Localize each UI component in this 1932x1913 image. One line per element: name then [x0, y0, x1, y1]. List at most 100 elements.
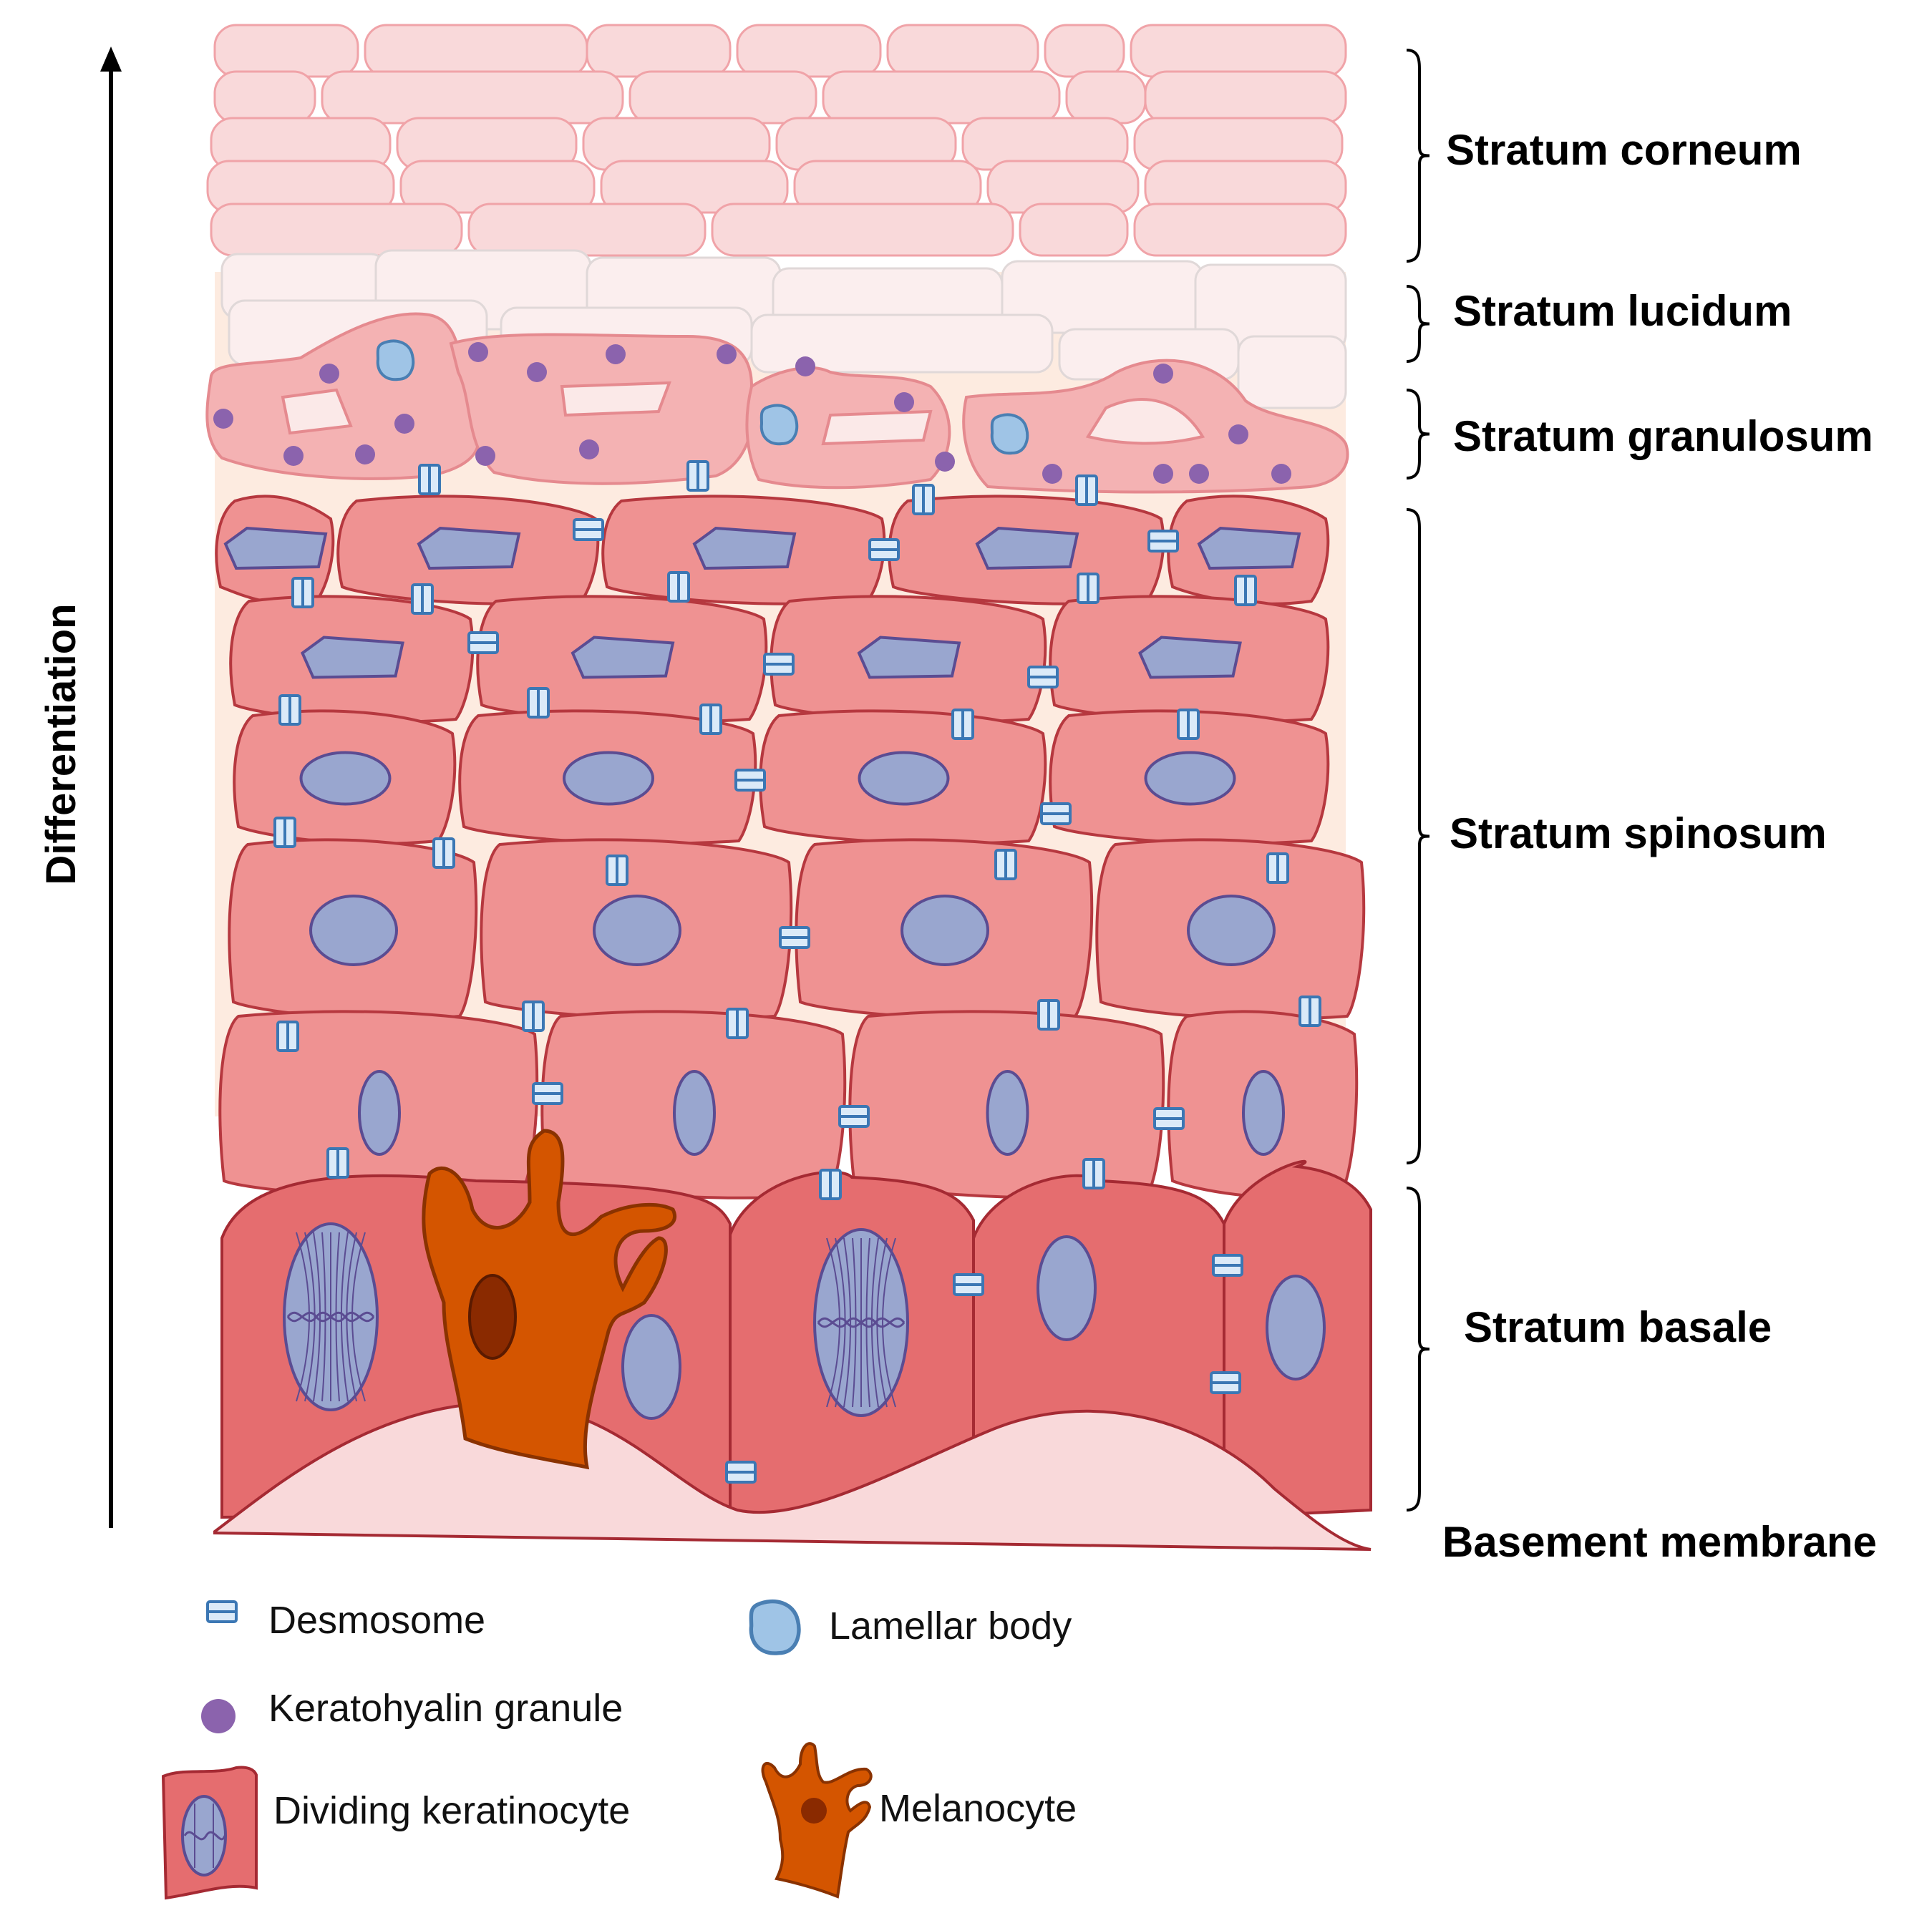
- spinosum-nucleus: [975, 526, 1079, 570]
- corneum-cell: [1130, 24, 1347, 78]
- desmosome: [1298, 996, 1321, 1027]
- spinosum-nucleus: [299, 751, 392, 806]
- desmosome: [1037, 999, 1060, 1031]
- differentiation-arrow: [100, 47, 122, 1528]
- spinosum-nucleus: [223, 526, 328, 570]
- corneum-cell: [822, 70, 1061, 125]
- lucidum-cell: [1237, 335, 1347, 409]
- layer-bracket: [1406, 49, 1430, 263]
- basale-nucleus: [1266, 1275, 1326, 1381]
- corneum-cell: [210, 203, 463, 257]
- desmosome: [1040, 802, 1072, 825]
- spinosum-nucleus: [301, 636, 404, 679]
- desmosome: [1027, 666, 1059, 688]
- desmosome: [1266, 852, 1289, 884]
- spinosum-nucleus: [1138, 636, 1242, 679]
- label-stratum-basale: Stratum basale: [1464, 1303, 1772, 1351]
- corneum-cell: [213, 70, 316, 125]
- legend-keratohyalin-label: Keratohyalin granule: [268, 1687, 623, 1730]
- desmosome: [667, 571, 690, 603]
- spinosum-nucleus: [1187, 895, 1276, 966]
- desmosome: [276, 1021, 299, 1052]
- keratohyalin-granule: [468, 342, 488, 362]
- spinosum-nucleus: [1144, 751, 1236, 806]
- desmosome: [779, 926, 810, 949]
- keratohyalin-granule: [1271, 464, 1291, 484]
- desmosome: [273, 817, 296, 848]
- desmosome: [868, 538, 900, 561]
- keratohyalin-granule: [606, 344, 626, 364]
- spinosum-nucleus: [857, 636, 961, 679]
- spinosum-nucleus: [1197, 526, 1301, 570]
- desmosome: [1234, 575, 1257, 606]
- keratohyalin-granule: [319, 364, 339, 384]
- differentiation-label: Differentiation: [38, 603, 84, 885]
- desmosome: [994, 849, 1017, 880]
- layer-bracket: [1406, 285, 1430, 363]
- corneum-cell: [1019, 203, 1129, 257]
- dividing-keratinocyte-icon: [161, 1766, 258, 1900]
- desmosome: [951, 709, 974, 740]
- keratohyalin-granule: [1153, 364, 1173, 384]
- keratohyalin-granule: [475, 446, 495, 466]
- keratohyalin-granule-icon: [201, 1699, 236, 1733]
- label-stratum-corneum: Stratum corneum: [1446, 126, 1802, 174]
- spinosum-nucleus: [1242, 1070, 1285, 1156]
- legend-lamellar-body-label: Lamellar body: [829, 1605, 1072, 1647]
- desmosome: [573, 518, 604, 541]
- keratohyalin-granule: [355, 444, 375, 464]
- desmosome: [819, 1169, 842, 1200]
- spinosum-nucleus: [901, 895, 989, 966]
- keratohyalin-granule: [795, 356, 815, 376]
- layer-bracket: [1406, 389, 1430, 480]
- desmosome: [326, 1147, 349, 1179]
- corneum-cell: [736, 24, 882, 78]
- corneum-cell: [1065, 70, 1147, 125]
- basale-nucleus: [621, 1314, 681, 1420]
- stratum-granulosum-cells: [205, 312, 1349, 494]
- corneum-cell: [886, 24, 1039, 78]
- keratohyalin-granule: [1228, 424, 1248, 444]
- desmosome: [699, 704, 722, 735]
- corneum-cell: [364, 24, 588, 78]
- keratohyalin-granule: [213, 409, 233, 429]
- melanocyte-cell: [422, 1129, 676, 1470]
- desmosome: [838, 1105, 870, 1128]
- granulosum-vacuole: [821, 409, 933, 446]
- desmosome: [522, 1001, 545, 1032]
- granulosum-vacuole: [560, 381, 671, 417]
- legend-dividing-keratinocyte-label: Dividing keratinocyte: [273, 1789, 630, 1832]
- lamellar-body: [376, 339, 415, 381]
- layer-bracket: [1406, 1187, 1430, 1512]
- granulosum-vacuole: [281, 388, 353, 435]
- corneum-cell: [1133, 203, 1347, 257]
- spinosum-nucleus: [673, 1070, 716, 1156]
- keratohyalin-granule: [579, 439, 599, 459]
- dividing-nucleus: [283, 1222, 379, 1411]
- desmosome: [467, 631, 499, 654]
- keratohyalin-granule: [894, 392, 914, 412]
- layer-brackets: [1406, 49, 1430, 1512]
- desmosome: [725, 1461, 757, 1484]
- spinosum-nucleus: [417, 526, 521, 570]
- desmosome: [1153, 1107, 1185, 1130]
- lamellar-body: [990, 413, 1029, 455]
- layer-bracket: [1406, 508, 1430, 1164]
- desmosome: [1075, 474, 1098, 506]
- label-basement-membrane: Basement membrane: [1442, 1518, 1877, 1566]
- label-stratum-spinosum: Stratum spinosum: [1450, 809, 1827, 857]
- basale-nucleus: [1037, 1235, 1097, 1341]
- spinosum-nucleus: [986, 1070, 1029, 1156]
- desmosome: [1077, 573, 1100, 604]
- desmosome: [606, 855, 628, 886]
- desmosome: [686, 460, 709, 492]
- keratohyalin-granule: [394, 414, 414, 434]
- desmosome: [1082, 1158, 1105, 1189]
- desmosome: [432, 837, 455, 869]
- desmosome: [278, 694, 301, 726]
- desmosome: [1147, 530, 1179, 553]
- desmosome: [763, 653, 795, 676]
- desmosome: [734, 769, 766, 792]
